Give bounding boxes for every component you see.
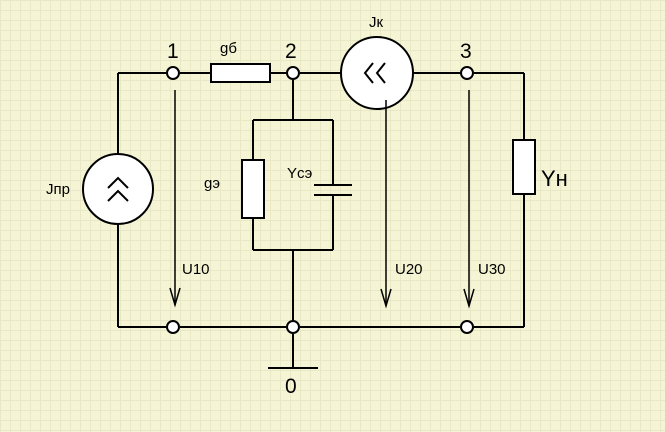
resistor-ge (241, 159, 265, 219)
node-2 (286, 66, 300, 80)
label-u20: U20 (395, 261, 423, 278)
current-source-jk (340, 36, 414, 110)
arrow-u20-head (380, 288, 392, 309)
arrow-u10-head (169, 287, 181, 308)
node-1-bottom (166, 320, 180, 334)
label-node-1: 1 (167, 40, 179, 63)
arrow-up-icon (107, 189, 129, 202)
arrow-up-icon (107, 176, 129, 189)
label-yce: Yсэ (287, 165, 313, 182)
label-ge: gэ (204, 175, 220, 192)
label-jk: Jк (369, 14, 384, 31)
label-u10: U10 (182, 261, 210, 278)
arrow-u30-head (463, 288, 475, 309)
arrow-left-icon (363, 62, 374, 84)
capacitor-yce (314, 184, 352, 196)
node-1 (166, 66, 180, 80)
label-node-3: 3 (460, 40, 472, 63)
node-3 (460, 66, 474, 80)
resistor-gb (210, 63, 271, 83)
resistor-yn (512, 139, 536, 195)
label-gb: gб (220, 40, 237, 57)
current-source-jpr (82, 153, 154, 225)
label-jpr: Jпр (46, 181, 70, 198)
label-node-2: 2 (285, 40, 297, 63)
node-3-bottom (460, 320, 474, 334)
node-0 (286, 320, 300, 334)
label-yn: Yн (541, 166, 568, 191)
source-jpr-circle (82, 153, 154, 225)
label-node-0: 0 (285, 375, 297, 398)
nodes (166, 66, 474, 334)
arrow-left-icon (375, 62, 386, 84)
voltage-arrows (169, 90, 475, 309)
wires (117, 72, 525, 369)
label-u30: U30 (478, 261, 506, 278)
